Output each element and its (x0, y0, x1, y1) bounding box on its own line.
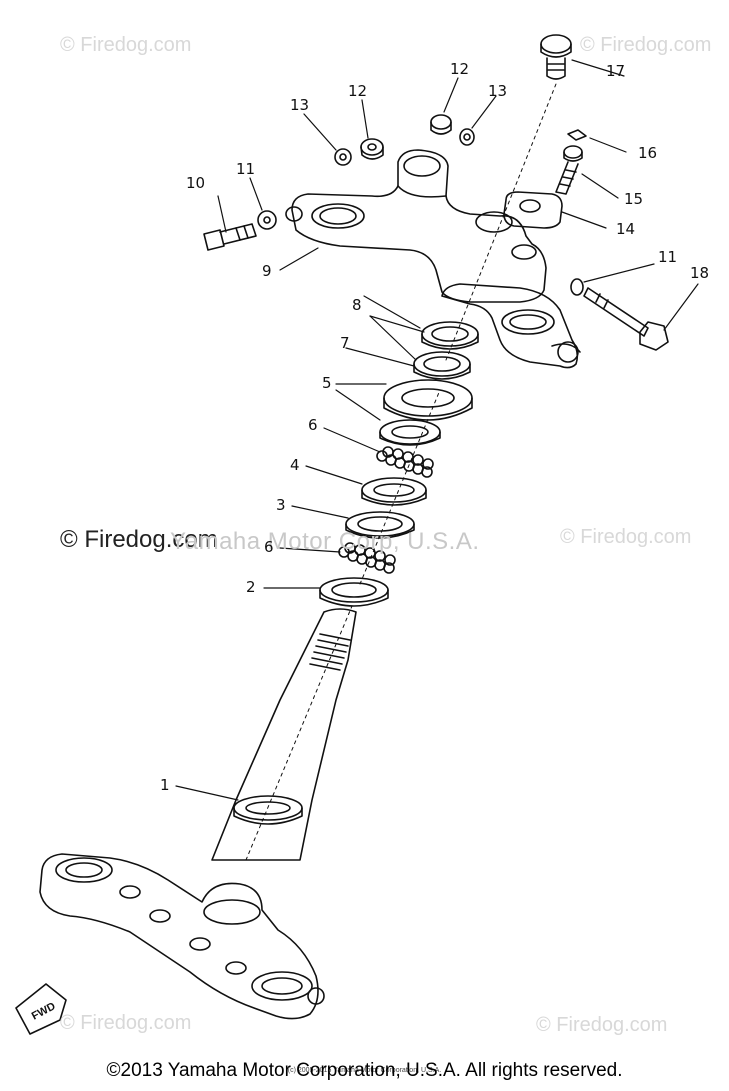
watermark-mid-left: © Firedog.com (60, 526, 218, 553)
callout-7: 7 (340, 334, 350, 352)
seal-2 (319, 577, 389, 607)
race-5 (379, 419, 441, 446)
callout-17: 17 (606, 62, 626, 80)
callout-5: 5 (322, 374, 332, 392)
callout-16: 16 (638, 144, 658, 162)
callout-18: 18 (690, 264, 710, 282)
nut-12-left (360, 138, 384, 160)
callout-6-upper: 6 (308, 416, 318, 434)
screw-15 (555, 145, 583, 195)
bearing-balls-6-lower (338, 542, 396, 574)
callout-12-left: 12 (348, 82, 368, 100)
washer-16 (567, 129, 587, 141)
upper-bracket-9 (285, 149, 547, 303)
callout-6-lower: 6 (264, 538, 274, 556)
callout-14: 14 (616, 220, 636, 238)
copyright-footer: ©2013 Yamaha Motor Corporation, U.S.A. A… (106, 1060, 623, 1081)
watermark-mid-right: © Firedog.com (560, 526, 692, 548)
lower-collar (441, 283, 581, 369)
watermark-bottom-right: © Firedog.com (536, 1014, 668, 1036)
steering-stem (211, 608, 357, 861)
callout-1: 1 (160, 776, 170, 794)
bolt-10 (203, 223, 257, 251)
cover-7 (383, 379, 473, 421)
watermark-mid-overlay: Yamaha Motor Corp, U.S.A. (170, 528, 480, 555)
callout-15: 15 (624, 190, 644, 208)
small-credit: (c) 2005-2015 Yamaha Motor Corporation, … (287, 1067, 442, 1074)
callout-13-left: 13 (290, 96, 310, 114)
washer-11-left (257, 210, 277, 230)
washer-11-right (570, 278, 584, 296)
callout-12-right: 12 (450, 60, 470, 78)
callout-11-right: 11 (658, 248, 678, 266)
callout-2: 2 (246, 578, 256, 596)
callout-9: 9 (262, 262, 272, 280)
bearing-balls-6-upper (376, 446, 434, 478)
fwd-label: FWD (30, 1000, 58, 1022)
watermark-top-right: © Firedog.com (580, 34, 712, 56)
nut-12-right (430, 114, 452, 135)
callout-13-right: 13 (488, 82, 508, 100)
seal-1 (233, 795, 303, 825)
callout-4: 4 (290, 456, 300, 474)
callout-8: 8 (352, 296, 362, 314)
race-4 (361, 477, 427, 506)
callout-11-left: 11 (236, 160, 256, 178)
watermark-bottom-left: © Firedog.com (60, 1012, 192, 1034)
lower-yoke (39, 853, 325, 1020)
ring-nut-8 (413, 321, 479, 380)
clamp-14 (503, 191, 563, 229)
washer-13-left (334, 148, 352, 166)
fwd-arrow (15, 983, 67, 1035)
bolt-17 (540, 34, 572, 80)
washer-13-right (459, 128, 475, 146)
bolt-18 (583, 287, 669, 351)
watermark-top-left: © Firedog.com (60, 34, 192, 56)
callout-3: 3 (276, 496, 286, 514)
callout-10: 10 (186, 174, 206, 192)
